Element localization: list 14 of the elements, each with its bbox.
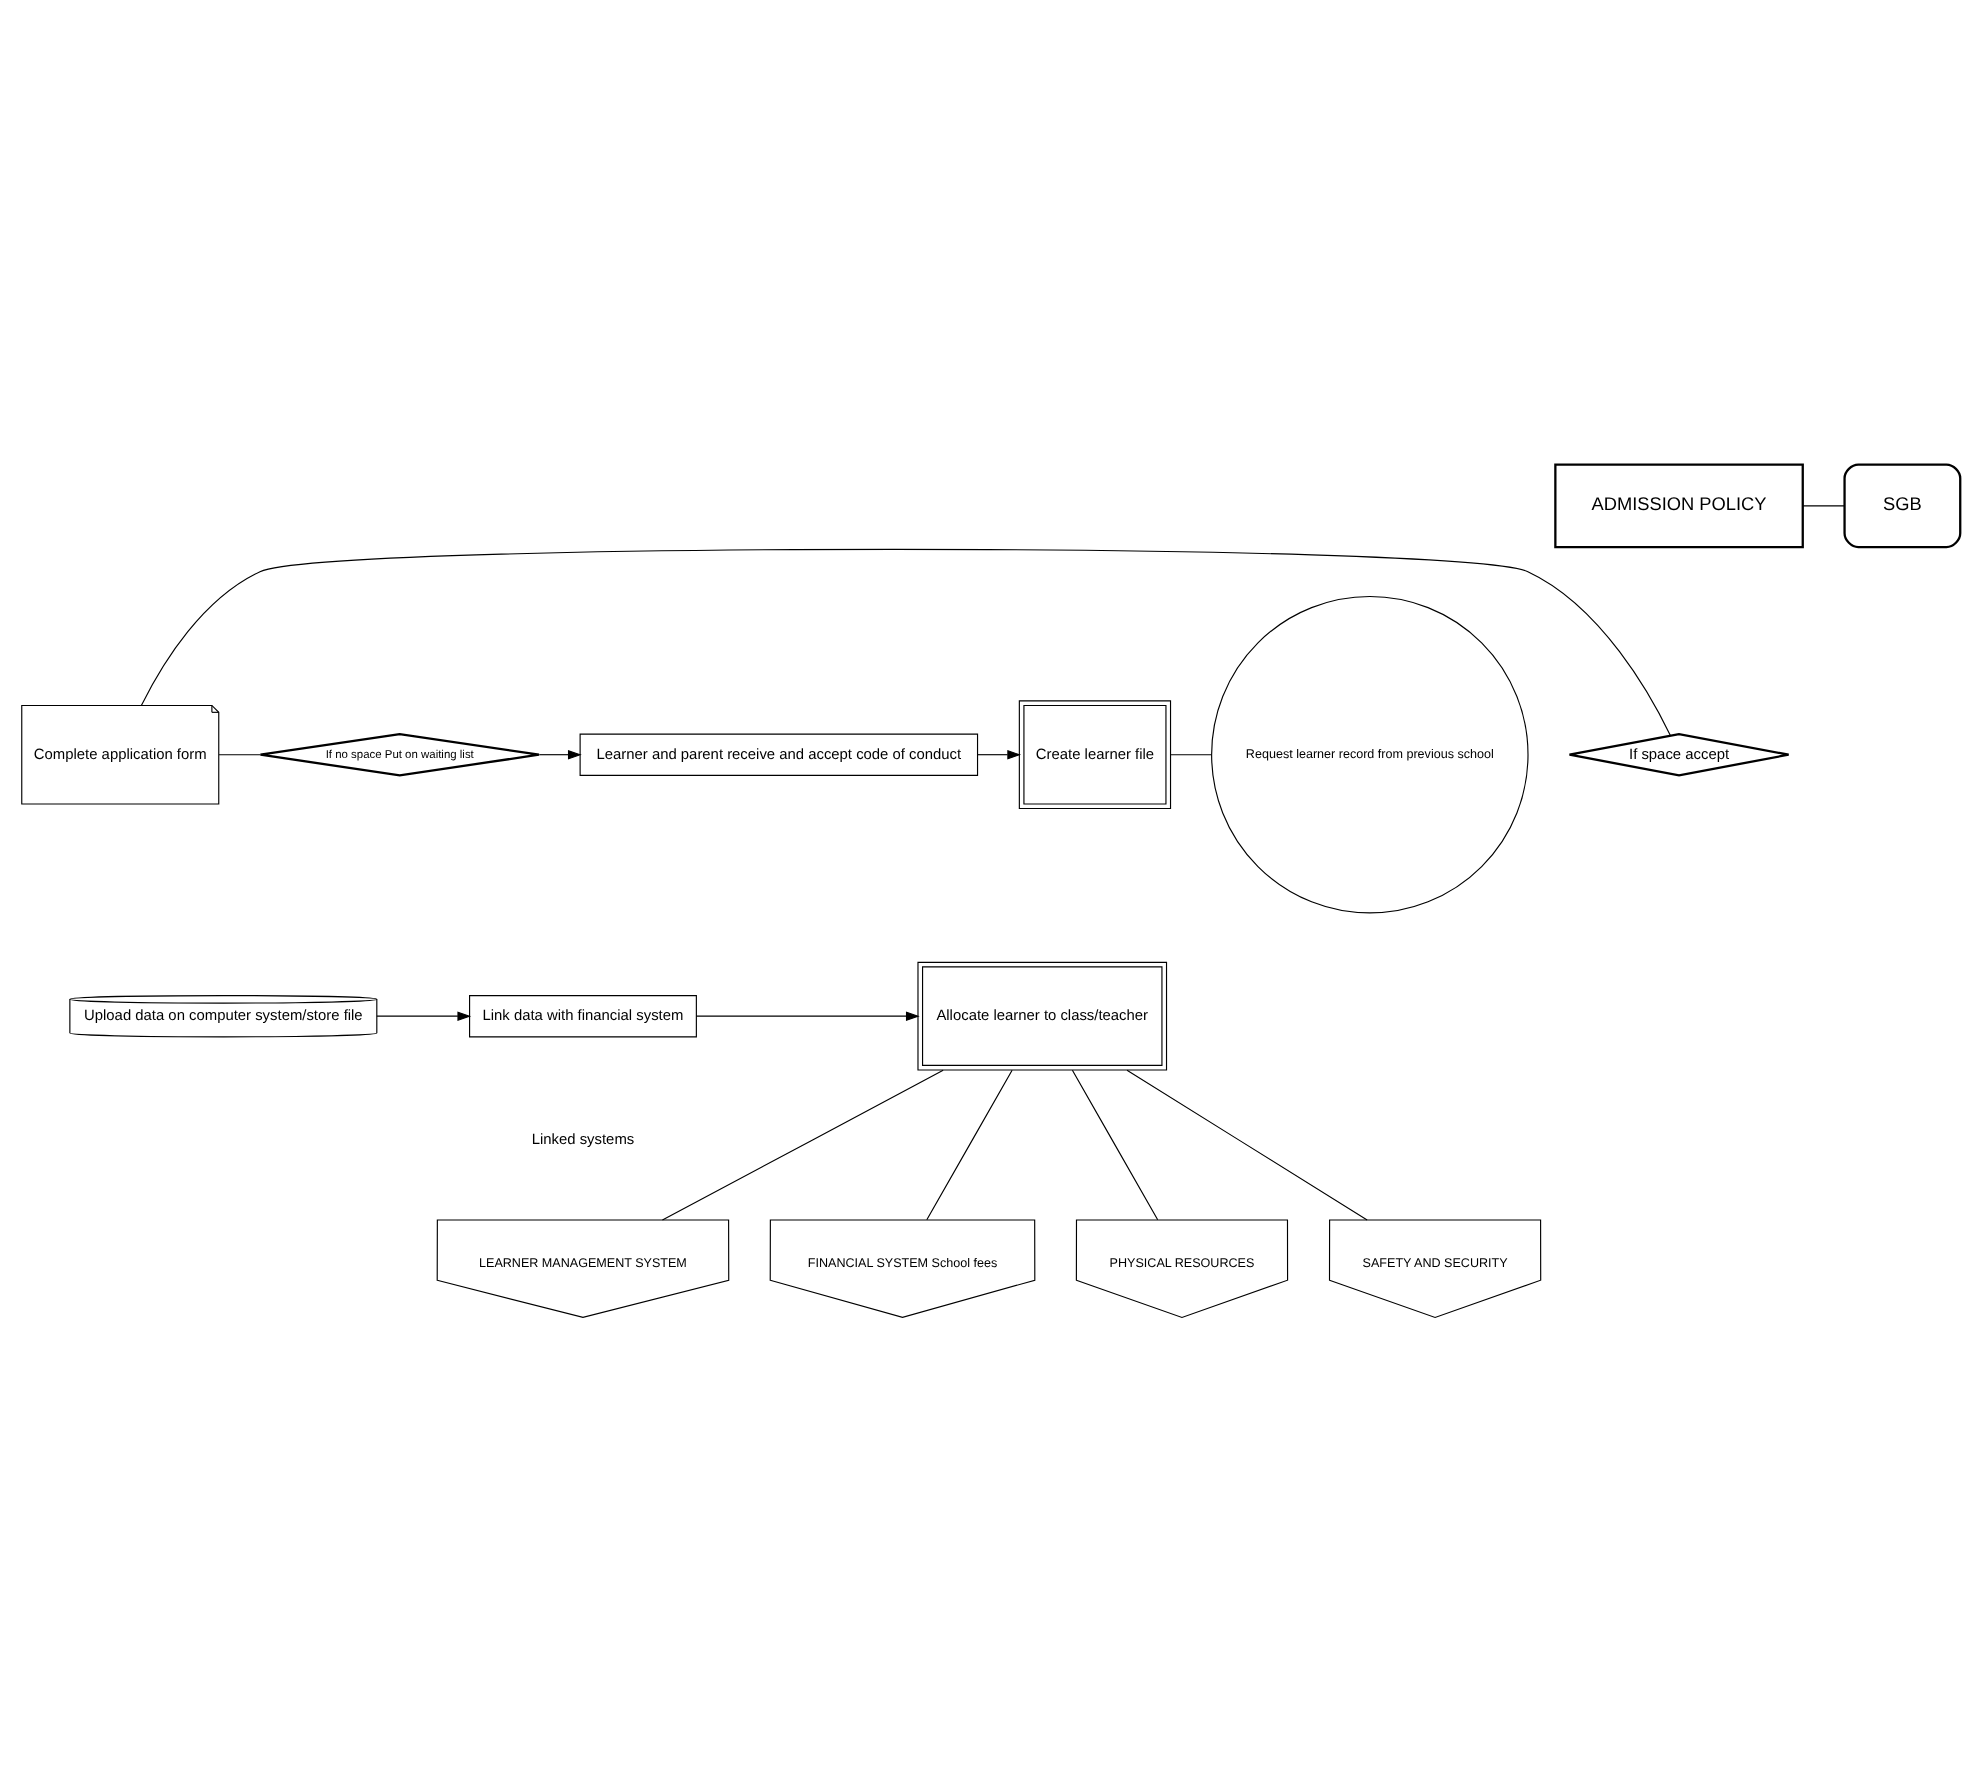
connector	[1126, 1068, 1368, 1220]
connector	[926, 1068, 1013, 1220]
arrow	[695, 1010, 920, 1020]
arrow	[376, 1010, 472, 1020]
arrow	[538, 748, 582, 759]
node-box: ADMISSION POLICY	[1554, 462, 1804, 548]
connector	[1802, 504, 1846, 506]
connector	[140, 547, 1671, 736]
node-box: SGB	[1843, 462, 1962, 548]
connector	[1170, 753, 1212, 755]
connector	[218, 753, 261, 755]
connector	[661, 1068, 944, 1220]
arrow	[977, 748, 1022, 759]
connector	[1071, 1068, 1159, 1220]
